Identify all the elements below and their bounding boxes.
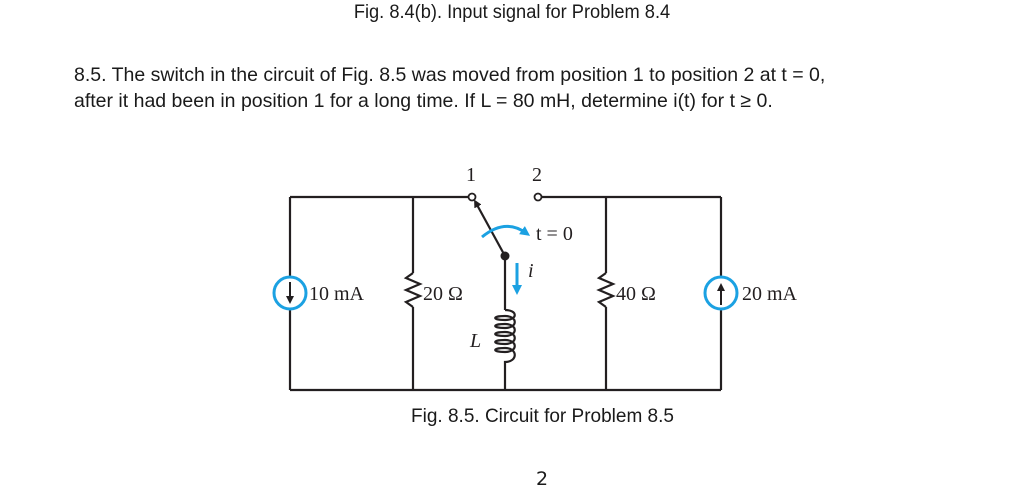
resistor-40-zigzag [596, 272, 616, 308]
resistor-20-zigzag [403, 272, 423, 308]
page-number: 2 [535, 468, 549, 490]
current-label: i [528, 260, 534, 282]
source-left-label: 10 mA [309, 283, 365, 305]
figure-caption: Fig. 8.5. Circuit for Problem 8.5 [411, 406, 674, 427]
terminal-2-label: 2 [532, 164, 542, 186]
inductor-coil [494, 308, 516, 366]
resistor-40-label: 40 Ω [616, 283, 656, 305]
switch-terminal-2 [533, 192, 543, 202]
source-right-label: 20 mA [742, 283, 798, 305]
resistor-20-label: 20 Ω [423, 283, 463, 305]
switch-pivot [500, 251, 510, 261]
terminal-1-label: 1 [466, 164, 476, 186]
problem-line-2: after it had been in position 1 for a lo… [74, 90, 773, 112]
problem-statement: 8.5. The switch in the circuit of Fig. 8… [74, 62, 825, 114]
switch-time-label: t = 0 [536, 223, 573, 245]
inductor-label: L [469, 330, 481, 352]
problem-line-1: 8.5. The switch in the circuit of Fig. 8… [74, 64, 826, 86]
switch-terminal-1 [467, 192, 477, 202]
switch-motion-arrow [481, 225, 531, 239]
previous-figure-caption: Fig. 8.4(b). Input signal for Problem 8.… [353, 2, 671, 23]
